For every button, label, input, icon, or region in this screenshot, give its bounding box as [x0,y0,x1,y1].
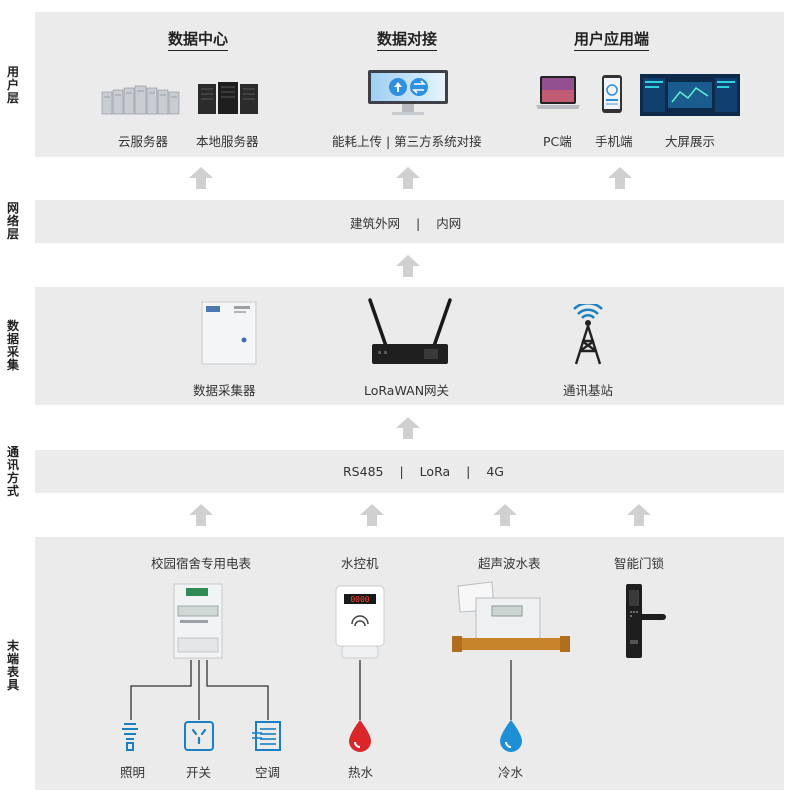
cloud-server-icon [101,85,180,115]
up-arrow-icon [189,504,213,526]
layer-label-terminal: 末端表具 [6,639,19,692]
lighting-label: 照明 [120,765,146,780]
dorm-meter-label: 校园宿舍专用电表 [151,556,252,571]
up-arrow-icon [396,255,420,277]
network-internal: 内网 [436,216,462,231]
electric-meter-icon [173,583,223,659]
water-controller-icon: 0000 [335,585,385,659]
hot-water-drop-icon [349,720,371,752]
comm-layer-band [35,450,784,493]
hot-water-label: 热水 [348,765,374,780]
meter-display-digits: 0000 [350,595,369,604]
up-arrow-icon [360,504,384,526]
monitor-upload-icon [368,70,448,115]
laptop-icon [536,76,580,109]
air-conditioner-icon [252,721,281,751]
phone-icon [602,75,622,113]
up-arrow-icon [396,167,420,189]
data-collector-label: 数据采集器 [193,383,256,398]
cold-water-label: 冷水 [498,765,524,780]
user-app-title: 用户应用端 [574,28,650,51]
local-server-icon [198,82,258,114]
data-center-title: 数据中心 [168,28,229,51]
mobile-label: 手机端 [595,134,633,149]
lorawan-gateway-icon [368,298,452,364]
layer-label-collection: 数据采集 [6,319,19,372]
light-bulb-icon [122,723,138,751]
cold-water-drop-icon [500,720,522,752]
data-collector-icon [201,301,257,365]
up-arrow-icon [396,417,420,439]
local-server-label: 本地服务器 [196,134,259,149]
network-layer-band [35,200,784,243]
comm-separator: | [466,464,471,479]
data-docking-label: 能耗上传 | 第三方系统对接 [332,134,482,149]
switch-label: 开关 [186,765,212,780]
comm-lora: LoRa [419,464,451,479]
cloud-server-label: 云服务器 [118,134,169,149]
network-external: 建筑外网 [350,216,401,231]
smart-lock-icon [626,584,666,658]
comm-line: RS485 | LoRa | 4G [337,464,510,479]
pc-label: PC端 [543,134,572,149]
network-separator: | [416,216,421,231]
base-station-label: 通讯基站 [563,383,614,398]
layer-label-comm: 通讯方式 [6,445,19,498]
lorawan-gateway-label: LoRaWAN网关 [364,383,450,398]
big-screen-icon [640,74,740,116]
hot-water-connector [359,660,361,720]
up-arrow-icon [189,167,213,189]
base-station-icon [573,304,603,365]
water-controller-label: 水控机 [341,556,379,571]
up-arrow-icon [608,167,632,189]
meter-load-connector [130,660,269,720]
up-arrow-icon [493,504,517,526]
layer-label-network: 网络层 [6,201,19,241]
smart-lock-label: 智能门锁 [614,556,665,571]
data-docking-title: 数据对接 [377,28,438,51]
comm-4g: 4G [486,464,504,479]
ultrasonic-water-meter-label: 超声波水表 [478,556,541,571]
terminal-layer-band [35,537,784,790]
comm-separator: | [399,464,404,479]
ac-label: 空调 [255,765,281,780]
big-screen-label: 大屏展示 [665,134,716,149]
layer-label-user: 用户层 [6,65,19,105]
network-line: 建筑外网 | 内网 [344,213,467,232]
up-arrow-icon [627,504,651,526]
ultrasonic-water-meter-icon [452,581,570,652]
comm-rs485: RS485 [343,464,384,479]
socket-switch-icon [184,721,214,751]
cold-water-connector [510,660,512,720]
